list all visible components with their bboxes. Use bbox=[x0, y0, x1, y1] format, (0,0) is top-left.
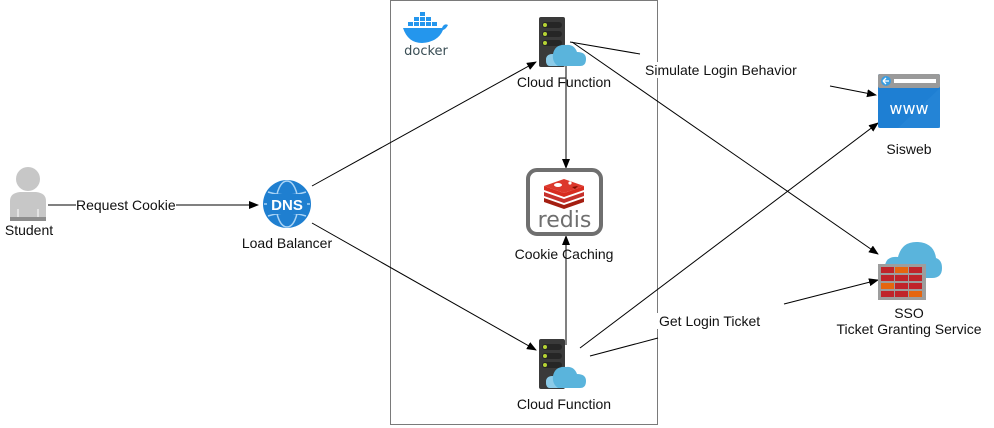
server-cloud-icon bbox=[539, 339, 586, 389]
firewall-cloud-icon bbox=[878, 241, 942, 300]
edge-label-get-login-ticket: Get Login Ticket bbox=[657, 313, 763, 329]
redis-icon-text: redis bbox=[538, 208, 592, 233]
edge-label-request-cookie: Request Cookie bbox=[76, 197, 176, 213]
node-label-cookie-caching: Cookie Caching bbox=[514, 246, 614, 262]
edge-cloud-function-bottom-to-sso-tail bbox=[783, 278, 879, 305]
node-label-cloud-function-bottom: Cloud Function bbox=[516, 396, 612, 412]
docker-container-boundary bbox=[390, 0, 658, 425]
node-label-student: Student bbox=[4, 222, 54, 238]
server-cloud-icon bbox=[539, 17, 586, 67]
node-label-cloud-function-top: Cloud Function bbox=[516, 74, 612, 90]
user-icon bbox=[10, 167, 46, 221]
docker-logo-text: docker bbox=[404, 44, 448, 58]
edge-load-balancer-to-cloud-function-top bbox=[311, 61, 537, 187]
edge-cloud-function-bottom-to-sso bbox=[589, 337, 659, 357]
browser-www-icon: www bbox=[878, 74, 940, 128]
node-label-sisweb: Sisweb bbox=[886, 141, 932, 157]
edge-cloud-function-top-to-sisweb bbox=[569, 41, 641, 55]
edge-cloud-function-top-to-sso bbox=[571, 41, 879, 255]
node-label-sso: SSO bbox=[894, 305, 924, 321]
edge-label-simulate-login-behavior: Simulate Login Behavior bbox=[643, 62, 799, 78]
node-label-load-balancer: Load Balancer bbox=[241, 235, 333, 251]
dns-icon-text: DNS bbox=[271, 197, 303, 214]
edge-cloud-function-bottom-to-sisweb bbox=[579, 122, 879, 349]
edge-cloud-function-top-to-sisweb-tail bbox=[829, 85, 877, 98]
www-icon-text: www bbox=[889, 99, 928, 118]
dns-globe-icon: DNS bbox=[263, 180, 311, 228]
node-label-ticket-granting-service: Ticket Granting Service bbox=[836, 321, 982, 337]
edge-load-balancer-to-cloud-function-bottom bbox=[311, 222, 537, 351]
docker-whale-icon: docker bbox=[403, 12, 449, 58]
redis-icon: redis bbox=[526, 168, 603, 236]
